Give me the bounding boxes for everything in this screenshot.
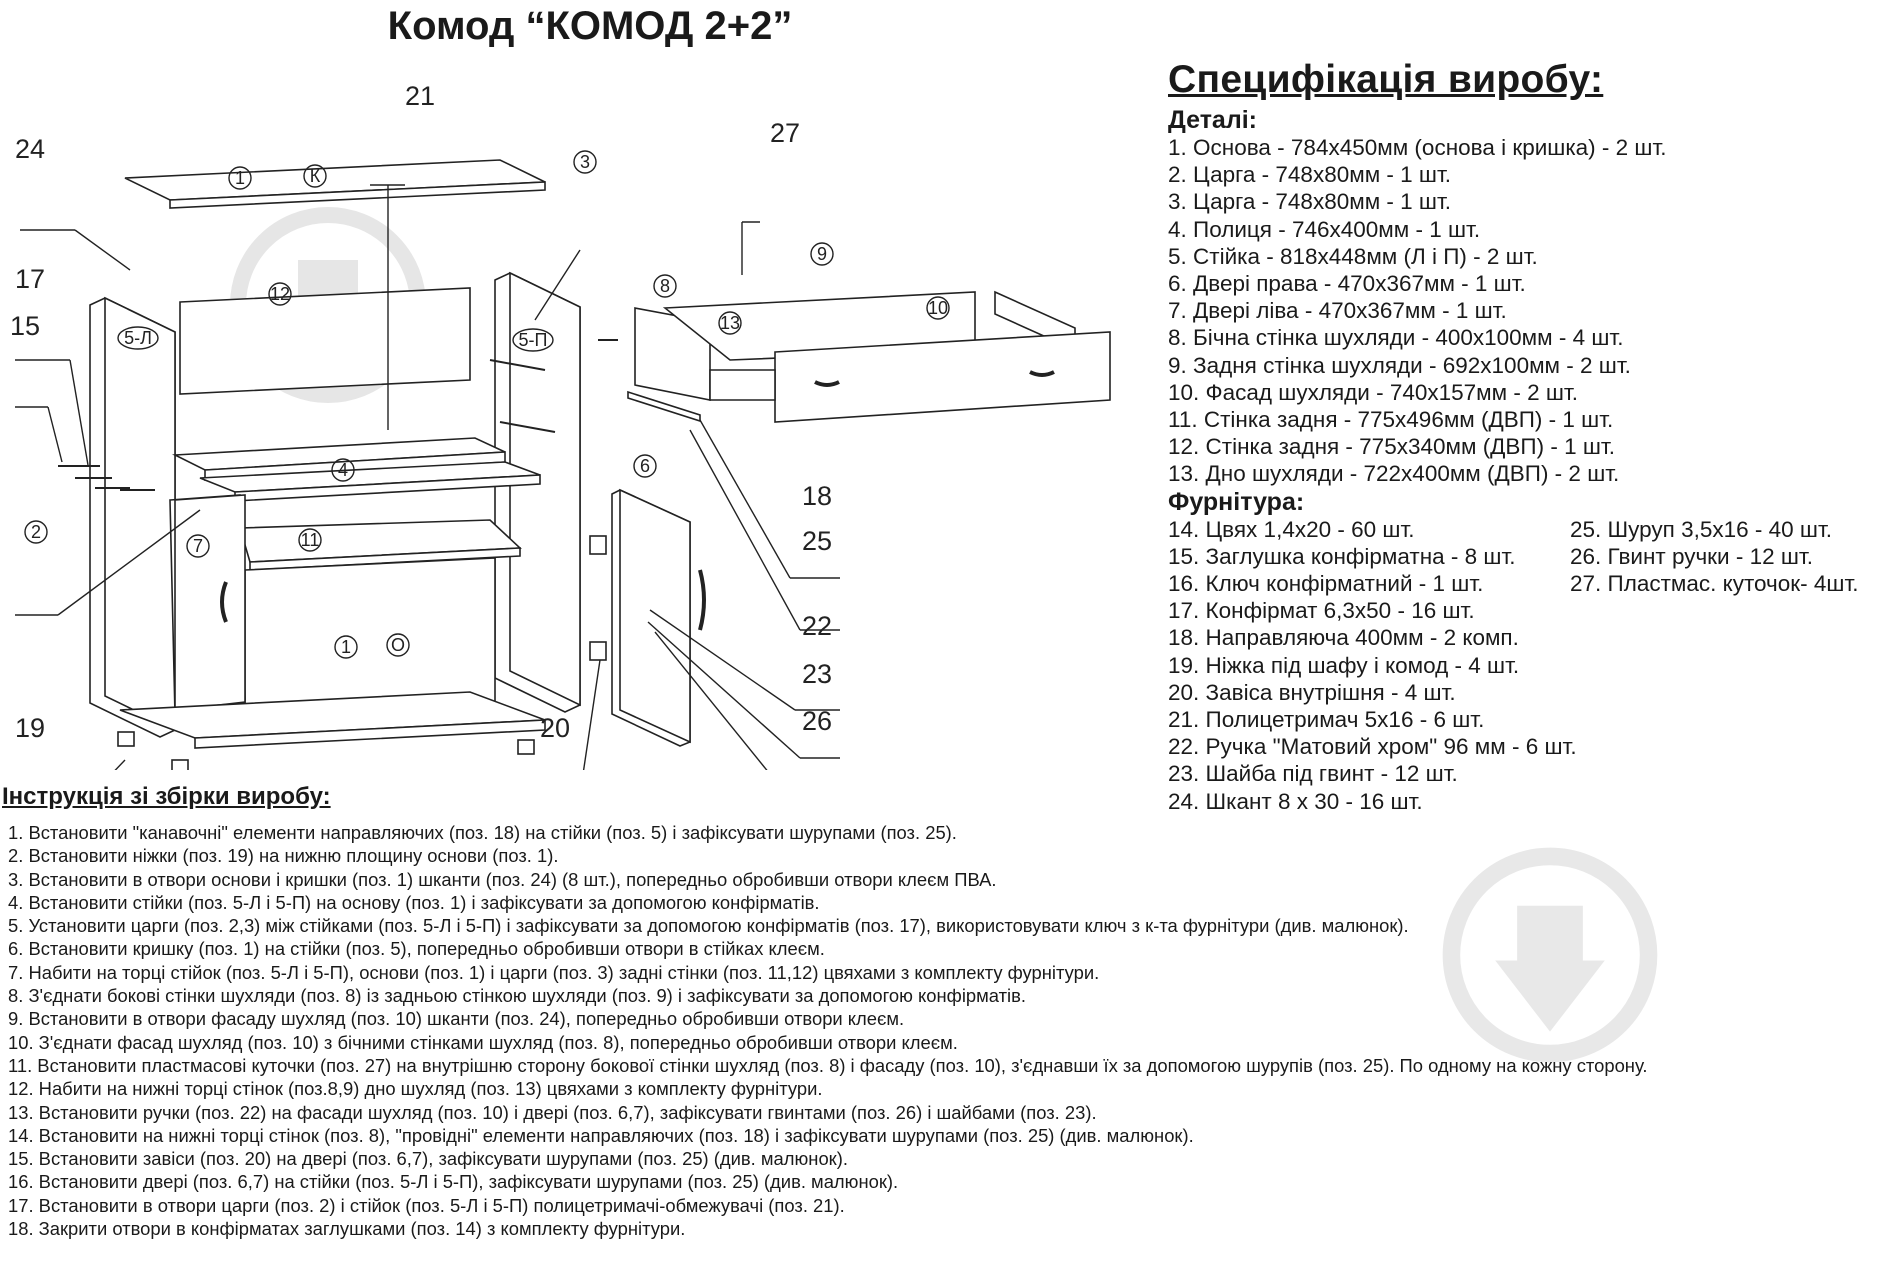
callout-20: 20: [540, 713, 570, 743]
part-5p-label: 5-П: [519, 330, 548, 350]
callout-22: 22: [802, 611, 832, 641]
list-item: 10. Фасад шухляди - 740х157мм - 2 шт.: [1168, 379, 1578, 405]
part-7-label: 7: [193, 536, 203, 556]
list-item: 27. Пластмас. куточок- 4шт.: [1570, 571, 1859, 597]
list-item: 3. Царга - 748х80мм - 1 шт.: [1168, 189, 1452, 215]
list-item: 1. Встановити "канавочні" елементи напра…: [8, 822, 957, 843]
list-item: 13. Дно шухляди - 722х400мм (ДВП) - 2 шт…: [1168, 461, 1620, 487]
part-13-label: 13: [720, 313, 740, 333]
details-list: 1. Основа - 784х450мм (основа і кришка) …: [1168, 134, 1878, 488]
callout-25: 25: [802, 526, 832, 556]
list-item: 12. Набити на нижні торці стінок (поз.8,…: [8, 1078, 823, 1100]
list-item: 12. Стінка задня - 775х340мм (ДВП) - 1 ш…: [1168, 434, 1615, 460]
part-2-label: 2: [31, 522, 41, 542]
list-item: 17. Встановити в отвори царги (поз. 2) і…: [8, 1194, 845, 1216]
list-item: 8. З'єднати бокові стінки шухляди (поз. …: [8, 985, 1026, 1007]
callout-19: 19: [15, 713, 45, 743]
part-12-label: 12: [270, 284, 290, 304]
callout-23: 23: [802, 659, 832, 689]
callout-15: 15: [10, 311, 40, 341]
list-item: 14. Встановити на нижні торці стінок (по…: [8, 1124, 1194, 1146]
list-item: 7. Набити на торці стійок (поз. 5-Л і 5-…: [8, 961, 1100, 983]
callout-26: 26: [802, 706, 832, 736]
callout-24: 24: [15, 134, 45, 164]
part-1-top-label: 1: [235, 168, 245, 188]
list-item: 2. Царга - 748х80мм - 1 шт.: [1168, 162, 1452, 188]
part-11-label: 11: [301, 530, 320, 550]
details-heading: Деталі:: [1168, 106, 1257, 134]
list-item: 4. Полиця - 746х400мм - 1 шт.: [1168, 216, 1481, 242]
list-item: 11. Стінка задня - 775х496мм (ДВП) - 1 ш…: [1168, 407, 1614, 433]
list-item: 15. Встановити завіси (поз. 20) на двері…: [8, 1148, 848, 1170]
list-item: 3. Встановити в отвори основи і кришки (…: [8, 868, 997, 890]
hardware-heading: Фурнітура:: [1168, 487, 1305, 516]
part-9-label: 9: [817, 244, 827, 264]
list-item: 8. Бічна стінка шухляди - 400х100мм - 4 …: [1168, 325, 1624, 351]
list-item: 17. Конфірмат 6,3х50 - 16 шт.: [1168, 598, 1475, 624]
callout-17: 17: [15, 264, 45, 294]
list-item: 5. Стійка - 818х448мм (Л і П) - 2 шт.: [1168, 243, 1538, 269]
list-item: 19. Ніжка під шафу і комод - 4 шт.: [1168, 652, 1520, 678]
spec-title: Специфікація виробу:: [1168, 58, 1604, 101]
callout-18: 18: [802, 481, 832, 511]
hardware-two-column: 14. Цвях 1,4х20 - 60 шт. 25. Шуруп 3,5х1…: [1168, 516, 1878, 598]
assembly-diagram: 21 24 27 17 15 18 25 22 23 19 20 26 1 К …: [10, 81, 1111, 770]
part-10-label: 10: [928, 298, 948, 318]
part-4-label: 4: [338, 460, 348, 480]
list-item: 23. Шайба під гвинт - 12 шт.: [1168, 761, 1458, 787]
part-3-label: 3: [580, 152, 590, 172]
list-item: 11. Встановити пластмасові куточки (поз.…: [8, 1054, 1648, 1076]
instructions-section: Інструкція зі збірки виробу: 1. Встанови…: [2, 783, 1882, 1240]
list-item: 7. Двері ліва - 470х367мм - 1 шт.: [1168, 298, 1507, 324]
list-item: 6. Двері права - 470х367мм - 1 шт.: [1168, 271, 1526, 297]
list-item: 9. Задня стінка шухляди - 692х100мм - 2 …: [1168, 352, 1631, 378]
list-item: 13. Встановити ручки (поз. 22) на фасади…: [8, 1101, 1097, 1123]
list-item: 2. Встановити ніжки (поз. 19) на нижню п…: [8, 845, 559, 867]
page-title: Комод “КОМОД 2+2”: [387, 4, 793, 48]
list-item: 20. Завіса внутрішня - 4 шт.: [1168, 679, 1456, 705]
part-8-label: 8: [660, 276, 670, 296]
list-item: 16. Ключ конфірматний - 1 шт.: [1168, 571, 1484, 597]
list-item: 5. Установити царги (поз. 2,3) між стійк…: [8, 915, 1409, 937]
part-1-bottom-label: 1: [341, 637, 351, 657]
list-item: 4. Встановити стійки (поз. 5-Л і 5-П) на…: [8, 891, 820, 913]
specification-panel: Специфікація виробу: Деталі: 1. Основа -…: [1168, 58, 1878, 815]
part-k-label: К: [310, 166, 321, 186]
list-item: 26. Гвинт ручки - 12 шт.: [1570, 543, 1813, 569]
callout-27: 27: [770, 118, 800, 148]
list-item: 9. Встановити в отвори фасаду шухляд (по…: [8, 1008, 905, 1030]
list-item: 1. Основа - 784х450мм (основа і кришка) …: [1168, 135, 1667, 160]
callout-21: 21: [405, 81, 435, 111]
list-item: 22. Ручка "Матовий хром" 96 мм - 6 шт.: [1168, 734, 1577, 760]
list-item: 18. Закрити отвори в конфірматах заглушк…: [8, 1218, 686, 1240]
part-6-label: 6: [640, 456, 650, 476]
list-item: 18. Направляюча 400мм - 2 комп.: [1168, 625, 1519, 651]
list-item: 15. Заглушка конфірматна - 8 шт.: [1168, 543, 1516, 569]
instructions-title: Інструкція зі збірки виробу:: [2, 783, 331, 810]
list-item: 14. Цвях 1,4х20 - 60 шт.: [1168, 516, 1415, 542]
part-o-label: О: [391, 635, 405, 655]
list-item: 25. Шуруп 3,5х16 - 40 шт.: [1570, 516, 1833, 542]
list-item: 10. З'єднати фасад шухляд (поз. 10) з бі…: [8, 1031, 958, 1053]
list-item: 24. Шкант 8 х 30 - 16 шт.: [1168, 788, 1423, 814]
list-item: 6. Встановити кришку (поз. 1) на стійки …: [8, 938, 825, 960]
list-item: 21. Полицетримач 5х16 - 6 шт.: [1168, 707, 1485, 733]
list-item: 16. Встановити двері (поз. 6,7) на стійк…: [8, 1171, 899, 1193]
hardware-list: 17. Конфірмат 6,3х50 - 16 шт. 18. Направ…: [1168, 597, 1878, 815]
part-5l-label: 5-Л: [124, 328, 152, 348]
